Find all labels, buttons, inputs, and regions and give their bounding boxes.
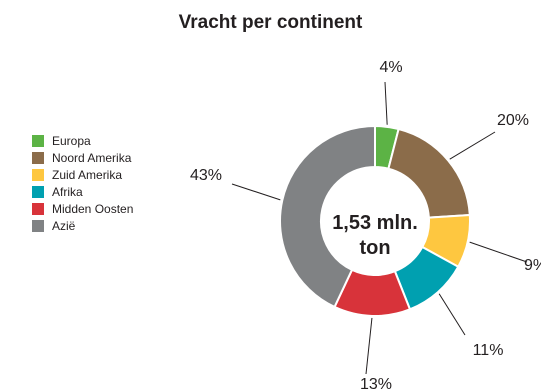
donut-slices [279,124,471,317]
value-labels: 4% 20% 9% 11% 13% 43% [190,59,541,392]
legend-item-zuid-amerika: Zuid Amerika [32,166,133,183]
leader-line-azie [231,183,281,201]
legend-label: Afrika [52,184,83,199]
legend-label: Zuid Amerika [52,167,123,182]
center-label-line-1: 1,53 mln. [332,212,418,234]
slice-noord-amerika [387,127,471,219]
legend-label: Azië [52,218,76,233]
center-label-line-2: ton [359,237,390,259]
legend: Europa Noord Amerika Zuid Amerika Afrika… [32,132,133,234]
legend-label: Midden Oosten [52,201,134,216]
leader-line-zuid-amerika [469,241,528,263]
legend-item-afrika: Afrika [32,183,133,200]
value-label-zuid-amerika: 9% [524,257,541,274]
leader-lines [231,81,528,375]
legend-swatch [32,168,44,181]
legend-swatch [32,185,44,198]
value-label-noord-amerika: 20% [497,112,529,129]
legend-swatch [32,151,44,164]
leader-line-afrika [438,293,466,336]
value-label-azie: 43% [190,167,222,184]
leader-line-midden-oosten [365,317,373,375]
legend-swatch [32,219,44,232]
legend-item-europa: Europa [32,132,133,149]
leader-line-europa [384,81,388,125]
legend-label: Europa [52,133,91,148]
chart-title: Vracht per continent [178,12,363,33]
value-label-midden-oosten: 13% [360,376,392,392]
value-label-afrika: 11% [473,342,504,359]
legend-swatch [32,202,44,215]
leader-line-noord-amerika [449,131,496,160]
legend-swatch [32,134,44,147]
legend-item-azie: Azië [32,217,133,234]
legend-label: Noord Amerika [52,150,132,165]
legend-item-midden-oosten: Midden Oosten [32,200,133,217]
slice-azie [279,124,376,309]
legend-item-noord-amerika: Noord Amerika [32,149,133,166]
value-label-europa: 4% [379,59,402,76]
